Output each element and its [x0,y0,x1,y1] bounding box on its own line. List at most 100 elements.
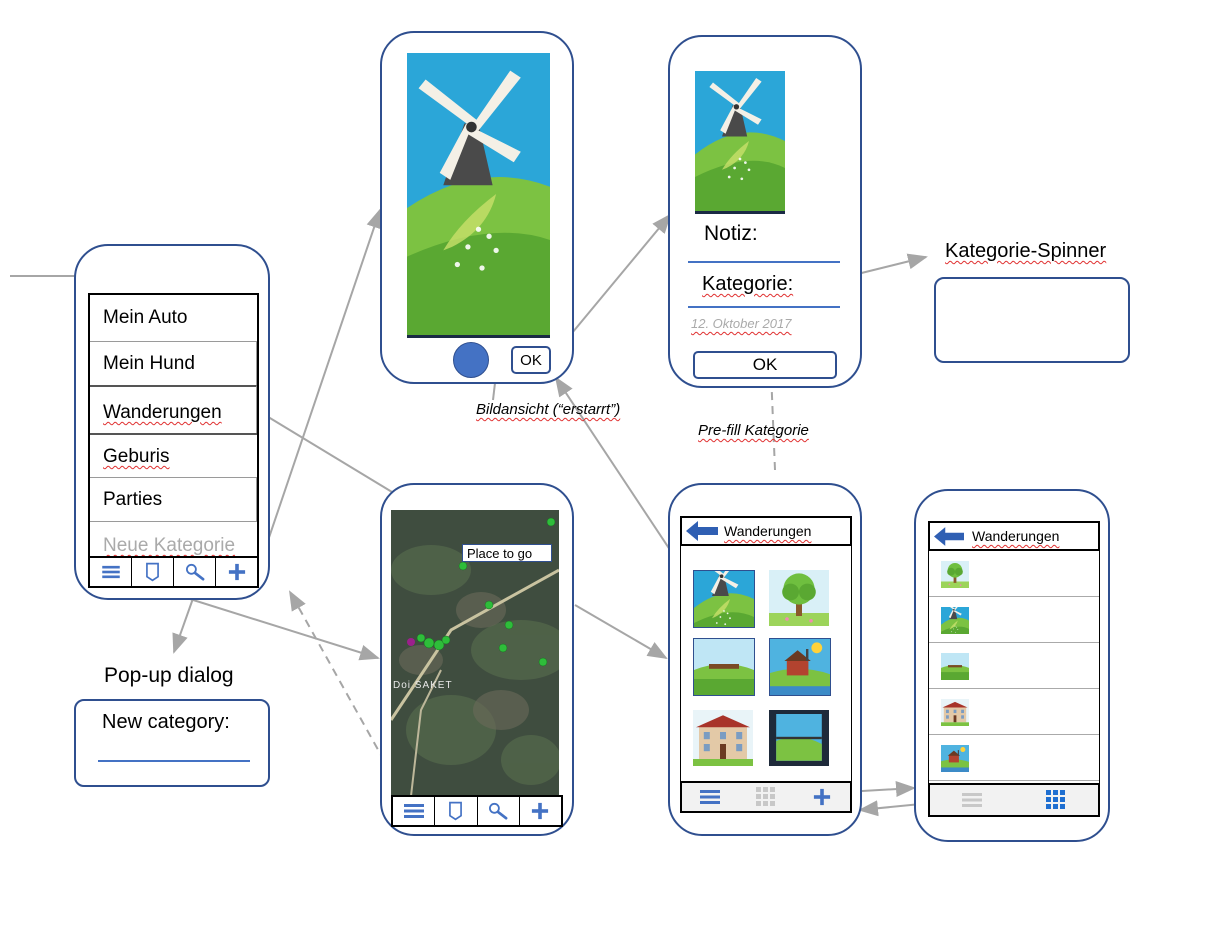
note-photo-thumb [695,71,785,214]
add-photo-button[interactable] [794,783,850,811]
tree-image [769,570,829,626]
list-item[interactable] [929,689,1099,735]
map-place-name: Doi SAKET [393,680,453,691]
category-item-mein-auto[interactable]: Mein Auto [90,295,257,341]
category-item-mein-hund[interactable]: Mein Hund [90,341,257,385]
wanderungen-to-map-line [259,411,393,493]
category-spinner-box[interactable] [934,277,1130,363]
category-item-wanderungen[interactable]: Wanderungen [90,385,257,433]
capture-button[interactable] [453,342,489,378]
tag-icon [449,801,462,821]
photo-view-screen: OK [380,31,574,384]
category-label-text: Kategorie: [702,273,794,295]
view-list-button[interactable] [930,785,1014,815]
view-list-button[interactable] [682,783,738,811]
windmill-image [695,71,785,211]
grid-thumb[interactable] [769,570,829,626]
list-icon [962,793,982,807]
list-item[interactable] [929,735,1099,781]
view-grid-button[interactable] [738,783,794,811]
map-bottom-nav [391,795,563,827]
windmill-photo [407,53,550,338]
grid-thumb[interactable] [693,570,755,628]
house-image [693,710,753,766]
map-view[interactable]: Doi SAKET Place to go [391,510,559,796]
photo-ok-label: OK [520,351,542,369]
window-image [769,710,829,766]
popup-title: Pop-up dialog [104,664,234,687]
list-header: Wanderungen [928,521,1100,551]
note-date-text: 12. Oktober 2017 [691,316,792,331]
category-item-label: Mein Auto [103,307,188,328]
photo-caption: Bildansicht (“erstarrt”) [476,401,620,418]
photo-caption-text: Bildansicht (“erstarrt”) [476,401,621,418]
view-grid-button[interactable] [1014,785,1098,815]
plus-icon [813,788,831,806]
windmill-image [407,53,550,335]
list-item-thumb [941,607,969,634]
map-view-screen: Doi SAKET Place to go [380,483,574,836]
category-item-label: Geburis [103,446,170,467]
list-item[interactable] [929,597,1099,643]
note-entry-screen: Notiz: Kategorie: 12. Oktober 2017 OK [668,35,862,388]
list-item[interactable] [929,551,1099,597]
photo-ok-button[interactable]: OK [511,346,551,374]
list-item-thumb [941,699,969,726]
note-ok-button[interactable]: OK [693,351,837,379]
grid-icon [755,787,777,807]
grid-thumb[interactable] [693,710,753,766]
nav-list-button[interactable] [90,558,132,586]
list-icon [102,565,120,579]
grid-thumb[interactable] [769,710,829,766]
nav-tag-button[interactable] [132,558,174,586]
back-arrow-icon[interactable] [934,527,964,546]
nav-tag-button[interactable] [435,797,478,825]
map-marker-tooltip[interactable]: Place to go [462,544,552,562]
search-to-popup-arrow [172,589,197,654]
list-item[interactable] [929,643,1099,689]
grid-thumb[interactable] [769,638,831,696]
farm-image [941,745,969,772]
new-category-placeholder: Neue Kategorie [103,535,236,556]
prefill-annotation-text: Pre-fill Kategorie [698,422,809,439]
tree-image [941,561,969,588]
new-category-input[interactable]: Neue Kategorie [90,521,257,558]
house-image [941,699,969,726]
search-icon [487,802,509,820]
back-arrow-icon[interactable] [686,521,718,541]
grid-bottom-nav [680,781,852,813]
nav-search-button[interactable] [478,797,520,825]
category-label: Kategorie: [702,273,793,296]
nav-search-button[interactable] [174,558,216,586]
category-list: Mein Auto Mein Hund Wanderungen Geburis … [88,293,259,560]
category-item-label: Wanderungen [103,402,222,423]
bottom-nav [88,556,259,588]
popup-input-line[interactable] [98,760,250,762]
popup-dialog: New category: [74,699,270,787]
search-icon [184,563,206,581]
category-list-screen: Mein Auto Mein Hund Wanderungen Geburis … [74,244,270,600]
list-item-thumb [941,745,969,772]
grid-header: Wanderungen [680,516,852,546]
grid-gallery-screen: Wanderungen [668,483,862,836]
note-label: Notiz: [704,222,758,245]
list-gallery-screen: Wanderungen [914,489,1110,842]
category-spinner-line[interactable] [688,306,840,308]
category-item-geburis[interactable]: Geburis [90,433,257,477]
grid-thumb[interactable] [693,638,755,696]
list-icon [404,803,424,819]
bridge-image [941,653,969,680]
nav-list-button[interactable] [393,797,436,825]
category-item-label: Parties [103,489,163,510]
popup-field-label: New category: [102,711,230,733]
nav-add-button[interactable] [216,558,257,586]
note-date: 12. Oktober 2017 [691,316,791,331]
note-input-line[interactable] [688,261,840,263]
nav-add-button[interactable] [520,797,561,825]
map-to-category-dashed-arrow [289,590,406,799]
list-bottom-nav [928,783,1100,817]
grid-title: Wanderungen [724,523,812,539]
category-item-parties[interactable]: Parties [90,477,257,521]
map-to-grid-arrow [574,604,668,660]
map-marker-tooltip-text: Place to go [467,546,533,561]
